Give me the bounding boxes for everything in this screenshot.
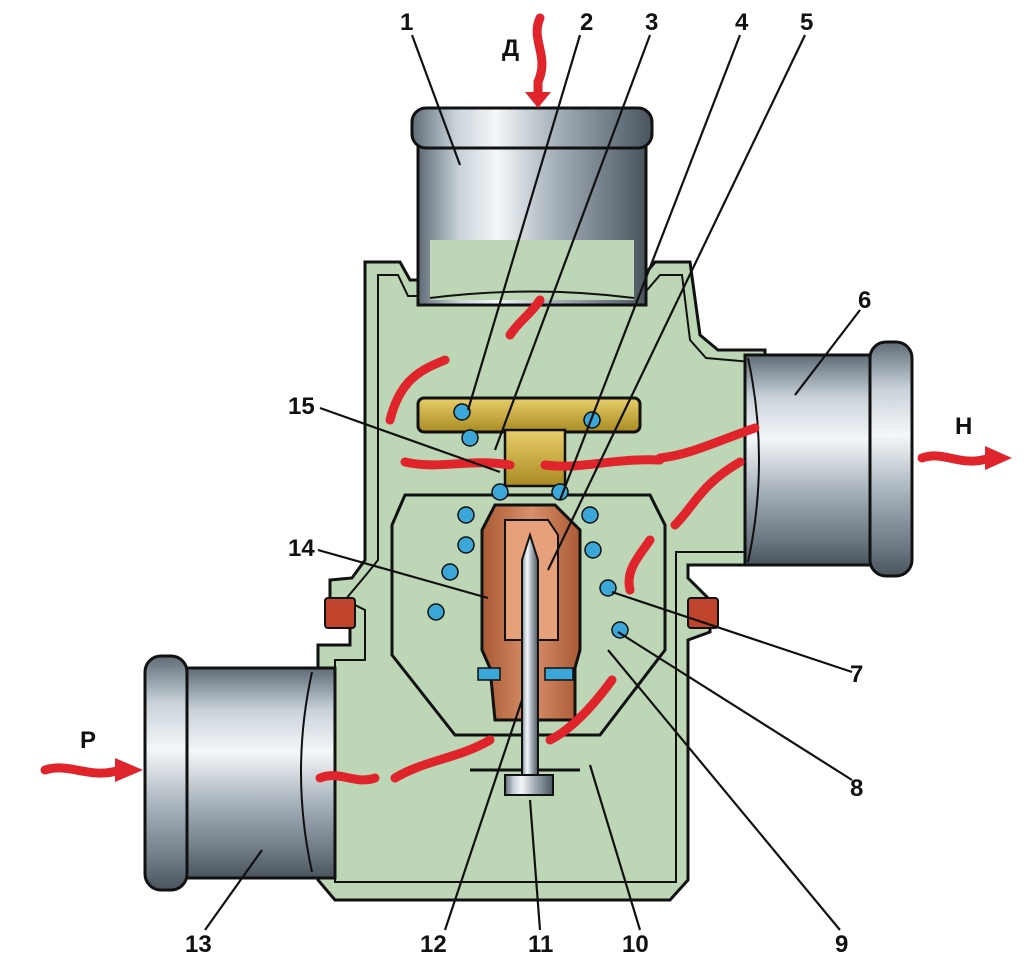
label-flow-top-inlet: Д (502, 35, 519, 62)
spring-coil-section (457, 536, 475, 554)
piston-rod (504, 531, 554, 796)
label-part-1: 1 (400, 9, 413, 36)
leader-9 (607, 649, 841, 931)
right-outlet-pipe (743, 340, 914, 578)
label-part-14: 14 (288, 535, 315, 562)
coolant-flow-arrows (315, 295, 760, 785)
label-part-5: 5 (800, 9, 813, 36)
spring-coil-section (461, 429, 479, 447)
label-part-9: 9 (835, 931, 848, 958)
leader-lines (204, 34, 861, 931)
leader-6 (794, 309, 861, 396)
top-inlet-pipe (410, 106, 654, 307)
leader-11 (528, 799, 542, 931)
leader-8 (617, 631, 853, 781)
label-part-3: 3 (645, 9, 658, 36)
leader-2 (466, 34, 582, 411)
spring-coil-section (441, 563, 459, 581)
label-part-2: 2 (580, 9, 593, 36)
leader-3 (493, 34, 652, 451)
seal-ring-right (687, 597, 719, 629)
coolant-flow-arrow (624, 535, 655, 595)
flow-arrow-top-inlet (525, 13, 551, 108)
coolant-flow-arrow (315, 771, 380, 785)
flow-arrow-left-inlet (40, 758, 143, 782)
label-part-4: 4 (735, 9, 749, 36)
spring-coil-section (453, 403, 471, 421)
label-part-15: 15 (288, 393, 315, 420)
coolant-flow-arrow (545, 675, 617, 745)
label-flow-left-inlet: Р (80, 727, 96, 754)
flow-labels: Д Н Р (80, 35, 972, 754)
leader-5 (547, 34, 806, 571)
leader-13 (204, 849, 263, 931)
seal-ring-left (324, 597, 356, 629)
label-part-11: 11 (528, 931, 553, 958)
coolant-flow-arrow (385, 355, 450, 425)
spring-coil-section (427, 603, 445, 621)
label-part-12: 12 (420, 931, 447, 958)
spring-coil-section (611, 621, 629, 639)
coolant-flow-arrow (670, 457, 745, 530)
spring-coil-section (581, 506, 599, 524)
coolant-flow-arrow (505, 295, 545, 340)
label-part-13: 13 (185, 931, 212, 958)
part-number-labels: 1 2 3 4 5 6 7 8 9 10 11 12 13 14 15 (185, 9, 871, 958)
label-flow-right-outlet: Н (955, 413, 972, 440)
leader-7 (611, 590, 853, 674)
leader-1 (410, 34, 462, 166)
coolant-flow-arrow (540, 455, 665, 471)
coolant-flow-arrow (400, 457, 515, 470)
leader-15 (319, 406, 501, 474)
leader-10 (588, 764, 642, 931)
label-part-10: 10 (622, 931, 649, 958)
left-inlet-pipe (143, 654, 337, 892)
spring-coil-section (457, 506, 475, 524)
leader-12 (443, 699, 524, 931)
leader-14 (317, 548, 489, 600)
label-part-6: 6 (858, 287, 871, 314)
spring-coil-section (491, 483, 509, 501)
label-part-8: 8 (850, 775, 863, 802)
flow-arrow-right-outlet (917, 446, 1012, 470)
spring-coil-section (584, 541, 602, 559)
coolant-flow-arrow (390, 735, 495, 783)
label-part-7: 7 (850, 661, 863, 688)
coolant-flow-arrow (655, 423, 760, 463)
main-spring (427, 403, 629, 639)
leader-4 (558, 34, 742, 501)
